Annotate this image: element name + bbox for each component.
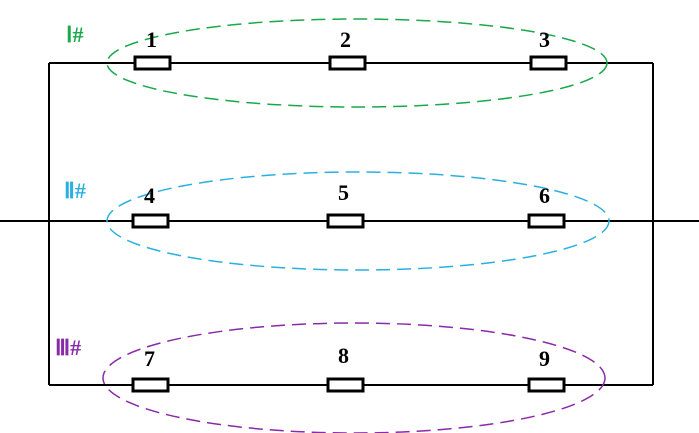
resistor-1 (133, 55, 172, 71)
resistor-6-label: 6 (539, 183, 550, 208)
resistor-3-label: 3 (539, 27, 550, 52)
resistor-8 (326, 377, 365, 393)
resistor-4-label: 4 (144, 183, 155, 208)
resistor-7-label: 7 (144, 346, 155, 371)
group-2-loop (106, 171, 610, 271)
resistor-6 (527, 213, 566, 229)
resistor-3 (529, 55, 568, 71)
resistor-9 (527, 377, 566, 393)
resistor-4 (131, 213, 170, 229)
resistor-1-label: 1 (146, 27, 157, 52)
group-1-label: Ⅰ# (66, 22, 84, 47)
resistor-5-label: 5 (338, 180, 349, 205)
resistor-9-label: 9 (539, 346, 550, 371)
group-3-loop (102, 322, 606, 433)
group-3-label: Ⅲ# (55, 335, 81, 360)
group-loops (102, 18, 610, 433)
resistor-2 (328, 55, 367, 71)
group-2-label: Ⅱ# (64, 178, 86, 203)
group-1-loop (106, 18, 608, 108)
resistor-2-label: 2 (340, 27, 351, 52)
resistor-7 (131, 377, 170, 393)
resistor-8-label: 8 (338, 343, 349, 368)
resistor-5 (326, 213, 365, 229)
